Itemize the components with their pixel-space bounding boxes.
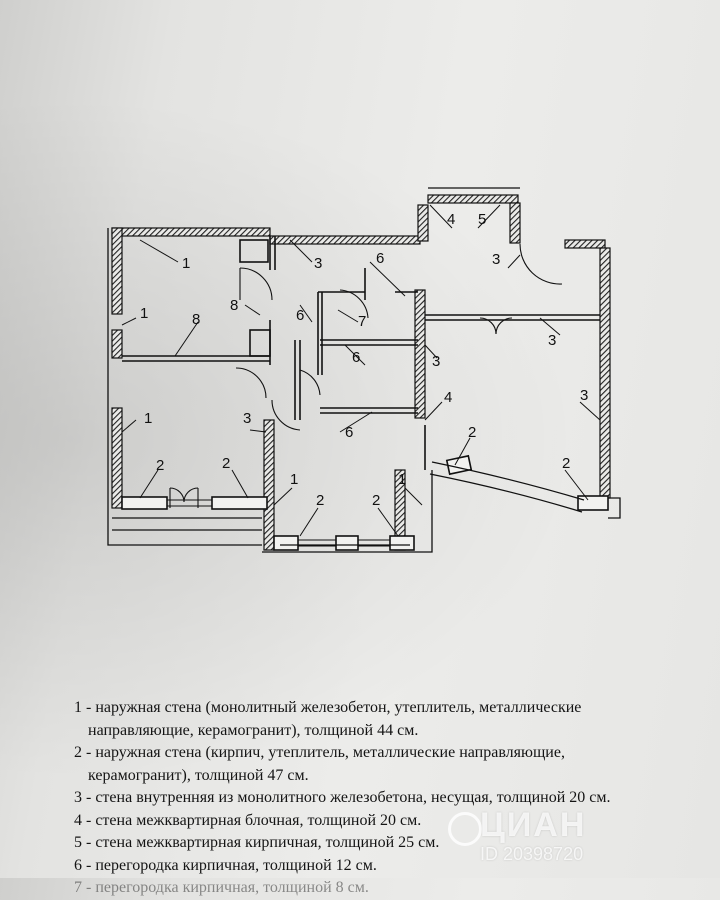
- wall-label: 8: [192, 311, 200, 328]
- doors: [169, 243, 563, 508]
- partitions: [122, 236, 600, 470]
- legend-text: стена межквартирная кирпичная, толщиной …: [95, 834, 440, 851]
- brick-walls: [121, 454, 609, 551]
- legend-item-5: 5 - стена межквартирная кирпичная, толщи…: [74, 834, 440, 851]
- legend-text: наружная стена (монолитный железобетон, …: [95, 699, 582, 716]
- hatched-walls: [111, 194, 611, 551]
- wall-label: 4: [447, 211, 455, 228]
- legend-number: 2: [74, 744, 82, 761]
- wall-label: 2: [316, 492, 324, 509]
- wall-label: 1: [398, 471, 406, 488]
- watermark: ЦИАН ID 20398720: [480, 808, 586, 865]
- wall-type-legend: 1 - наружная стена (монолитный железобет…: [74, 697, 704, 900]
- legend-item-7: 7 - перегородка кирпичная, толщиной 8 см…: [74, 879, 369, 896]
- wall-label: 1: [290, 471, 298, 488]
- legend-number: 1: [74, 699, 82, 716]
- wall-label: 2: [222, 455, 230, 472]
- legend-text: стена межквартирная блочная, толщиной 20…: [95, 811, 422, 829]
- legend-item-1-continued: направляющие, керамогранит), толщиной 44…: [88, 721, 419, 739]
- wall-label: 6: [376, 250, 384, 267]
- wall-label: 3: [314, 255, 322, 272]
- legend-text: перегородка кирпичная, толщиной 8 см.: [95, 879, 369, 896]
- wall-label: 3: [432, 353, 440, 370]
- watermark-brand: ЦИАН: [480, 806, 587, 844]
- wall-label: 1: [144, 410, 152, 427]
- wall-label: 4: [444, 389, 452, 406]
- wall-label: 2: [468, 424, 476, 441]
- legend-item-2: 2 - наружная стена (кирпич, утеплитель, …: [74, 744, 565, 761]
- wall-label: 3: [580, 387, 588, 404]
- wall-label: 5: [478, 211, 486, 228]
- legend-text: стена внутренняя из монолитного железобе…: [95, 789, 611, 806]
- wall-label: 1: [182, 255, 190, 272]
- watermark-id: ID 20398720: [480, 844, 584, 864]
- wall-label: 1: [140, 305, 148, 322]
- windows: [167, 499, 390, 547]
- legend-text: наружная стена (кирпич, утеплитель, мета…: [95, 744, 565, 761]
- wall-label: 6: [352, 349, 360, 366]
- legend-number: 3: [74, 789, 82, 806]
- legend-item-3: 3 - стена внутренняя из монолитного желе…: [74, 789, 611, 806]
- legend-number: 7: [74, 879, 82, 896]
- legend-item-2-continued: керамогранит), толщиной 47 см.: [88, 766, 309, 784]
- wall-label: 6: [345, 424, 353, 441]
- legend-number: 5: [74, 834, 82, 851]
- wall-label: 3: [243, 410, 251, 427]
- wall-label: 3: [548, 332, 556, 349]
- legend-number: 6: [74, 856, 82, 874]
- wall-label: 2: [372, 492, 380, 509]
- wall-label: 8: [230, 297, 238, 314]
- legend-item-4: 4 - стена межквартирная блочная, толщино…: [74, 811, 422, 829]
- leader-lines: [121, 204, 601, 537]
- legend-item-6: 6 - перегородка кирпичная, толщиной 12 с…: [74, 856, 377, 874]
- wall-label: 7: [358, 313, 366, 330]
- wall-label: 2: [562, 455, 570, 472]
- outer-lines: [107, 187, 621, 553]
- wall-label: 3: [492, 251, 500, 268]
- wall-number-labels: 1 3 6 4 5 3 1 8 8 7 6 6 3 1 3 6 4 3 2 2 …: [140, 211, 588, 509]
- legend-number: 4: [74, 811, 82, 829]
- cian-logo-icon: [448, 812, 482, 846]
- floor-plan: 1 3 6 4 5 3 1 8 8 7 6 6 3 1 3 6 4 3 2 2 …: [107, 187, 621, 553]
- legend-text: перегородка кирпичная, толщиной 12 см.: [95, 856, 377, 874]
- wall-label: 6: [296, 307, 304, 324]
- legend-item-1: 1 - наружная стена (монолитный железобет…: [74, 699, 582, 716]
- wall-label: 2: [156, 457, 164, 474]
